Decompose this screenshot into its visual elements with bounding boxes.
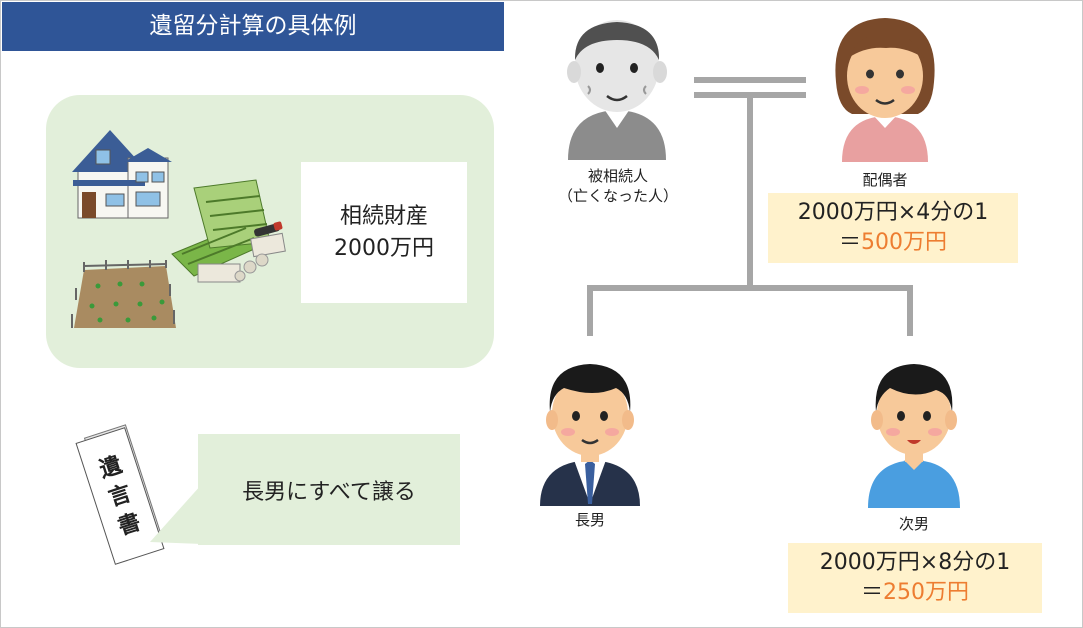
bankbook-icon bbox=[171, 179, 283, 277]
spouse-share-amount: 500万円 bbox=[861, 230, 947, 255]
spouse-share-formula: 2000万円×4分の1 bbox=[797, 200, 989, 225]
estate-amount: 2000万円 bbox=[334, 235, 434, 261]
second-son-label: 次男 bbox=[898, 515, 929, 533]
second-son-share-result: ＝250万円 bbox=[861, 578, 969, 608]
spouse-label: 配偶者 bbox=[862, 171, 908, 189]
page-title: 遺留分計算の具体例 bbox=[2, 2, 504, 51]
spouse-share-result: ＝500万円 bbox=[839, 228, 947, 258]
elderly-man-icon bbox=[567, 20, 667, 160]
estate-illustrations bbox=[71, 130, 286, 328]
land-icon bbox=[71, 260, 176, 328]
deceased-label-line1: 被相続人 bbox=[587, 167, 648, 185]
elderly-woman-icon bbox=[835, 18, 935, 162]
spouse-share-eq: ＝ bbox=[838, 230, 861, 255]
speech-tail bbox=[150, 484, 202, 544]
eldest-son-label: 長男 bbox=[574, 511, 605, 529]
spouse-share-box: 2000万円×4分の1 ＝500万円 bbox=[768, 193, 1018, 263]
second-son-share-eq: ＝ bbox=[860, 580, 883, 605]
boy-icon bbox=[868, 364, 960, 508]
second-son-share-amount: 250万円 bbox=[883, 580, 969, 605]
man-suit-icon bbox=[540, 364, 640, 506]
second-son-share-box: 2000万円×8分の1 ＝250万円 bbox=[788, 543, 1042, 613]
deceased-label: 被相続人 （亡くなった人） bbox=[540, 166, 696, 206]
house-icon bbox=[72, 130, 172, 219]
second-son-share-formula: 2000万円×8分の1 bbox=[819, 550, 1011, 575]
money-icon bbox=[197, 232, 286, 283]
estate-label: 相続財産 bbox=[339, 203, 428, 229]
deceased-label-line2: （亡くなった人） bbox=[557, 187, 678, 205]
estate-box: 相続財産 2000万円 bbox=[301, 162, 467, 303]
will-speech-bubble: 長男にすべて譲る bbox=[198, 434, 460, 545]
